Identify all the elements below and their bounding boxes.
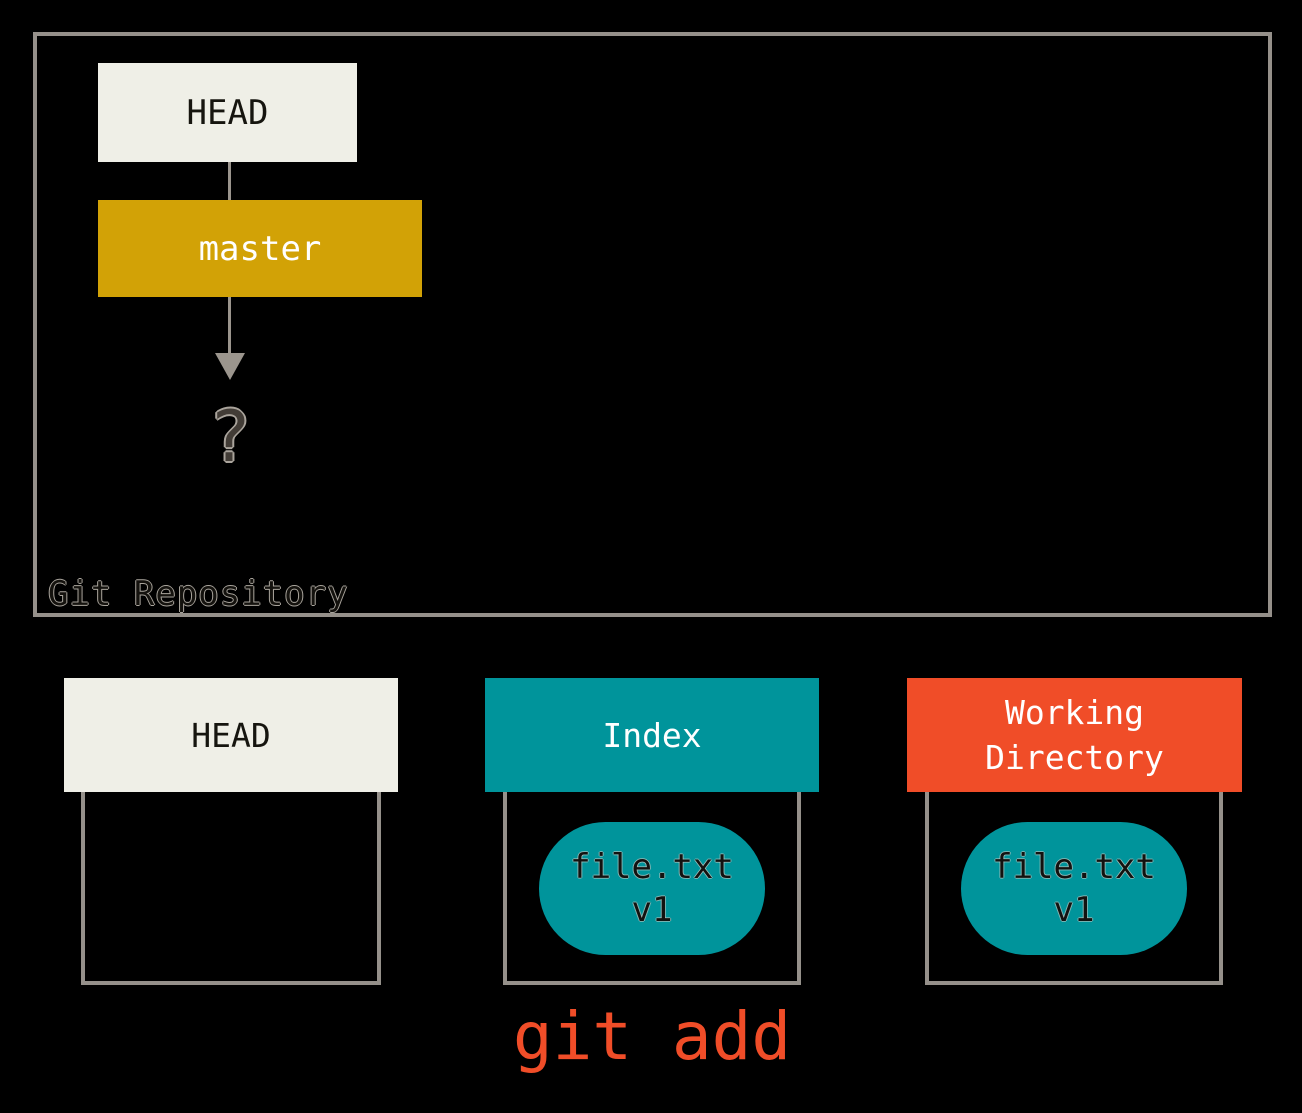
index-area-bracket bbox=[503, 792, 801, 985]
head-to-master-connector bbox=[228, 162, 231, 200]
git-repository-panel bbox=[33, 32, 1272, 617]
working-directory-file-version: v1 bbox=[1053, 889, 1095, 930]
master-branch-label: master bbox=[198, 228, 322, 269]
index-area-header: Index bbox=[485, 678, 819, 792]
working-directory-header: Working Directory bbox=[907, 678, 1242, 792]
index-area-title: Index bbox=[602, 715, 702, 755]
index-file-name: file.txt bbox=[570, 846, 734, 887]
index-file-version: v1 bbox=[631, 889, 673, 930]
git-repository-label: Git Repository bbox=[48, 574, 349, 614]
head-area-header: HEAD bbox=[64, 678, 398, 792]
working-directory-title: Working Directory bbox=[985, 693, 1164, 777]
repo-head-label: HEAD bbox=[186, 92, 269, 133]
working-directory-file-pill: file.txt v1 bbox=[961, 822, 1187, 955]
working-directory-file-name: file.txt bbox=[992, 846, 1156, 887]
master-branch-box: master bbox=[98, 200, 422, 297]
head-area-title: HEAD bbox=[191, 715, 271, 755]
arrowhead-down-icon bbox=[215, 353, 245, 380]
git-add-command-label: git add bbox=[512, 998, 792, 1075]
working-directory-bracket bbox=[925, 792, 1223, 985]
head-area-bracket bbox=[81, 792, 381, 985]
repo-head-box: HEAD bbox=[98, 63, 357, 162]
index-file-pill: file.txt v1 bbox=[539, 822, 765, 955]
unknown-commit-mark: ? bbox=[208, 396, 252, 478]
master-pointer-line bbox=[228, 297, 231, 354]
